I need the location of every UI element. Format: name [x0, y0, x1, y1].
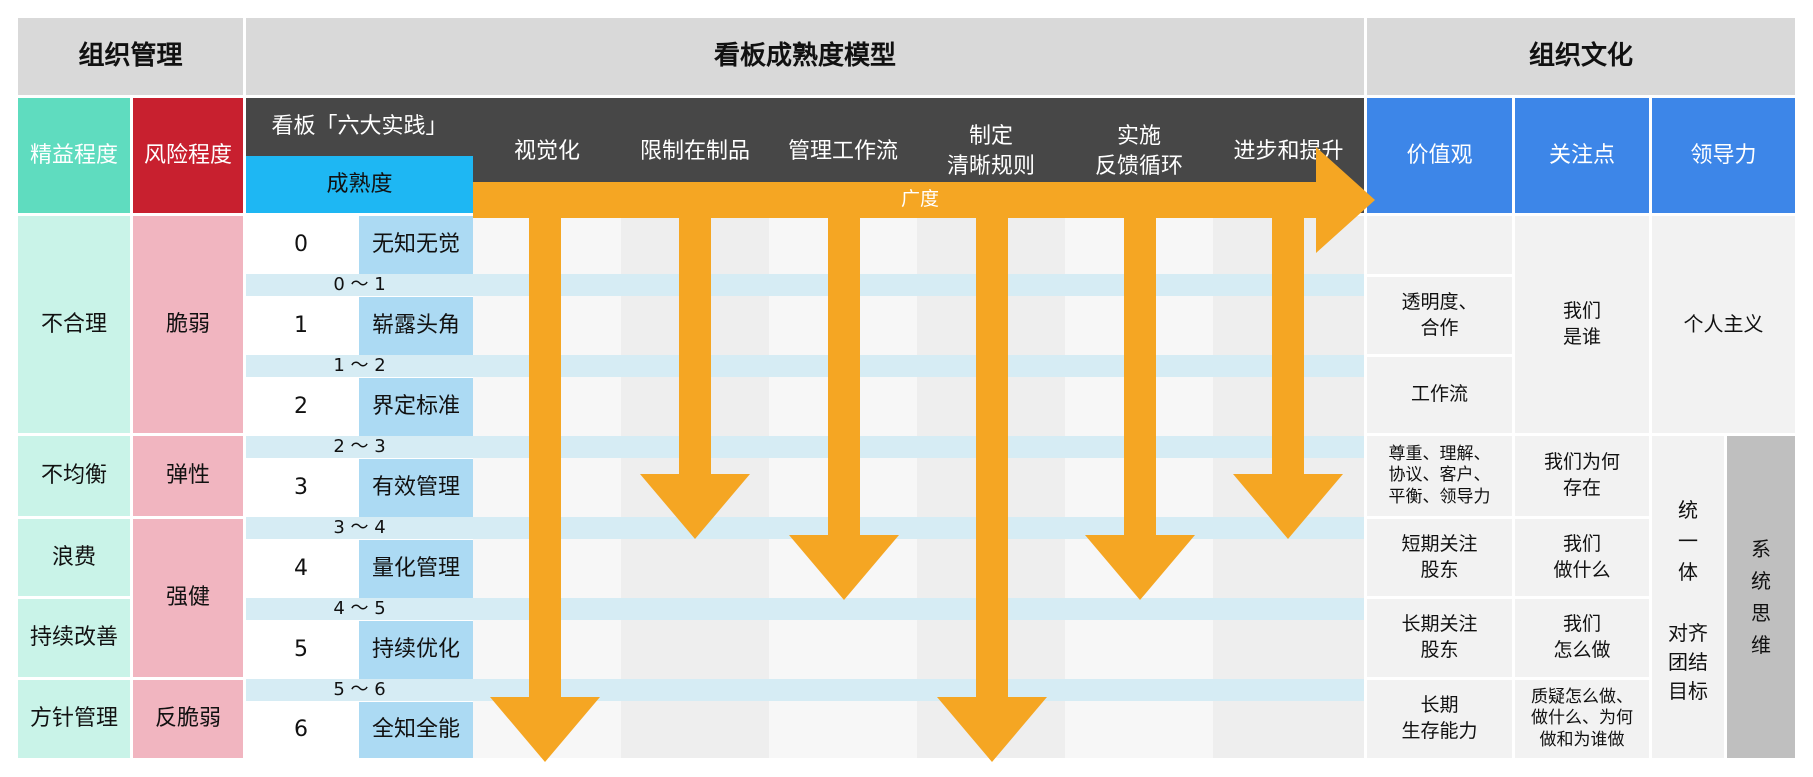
risk-level-fragile: 脆弱 [133, 216, 243, 433]
down-arrow-limit-wip [640, 200, 750, 539]
header-kanban-model: 看板成熟度模型 [246, 18, 1364, 95]
risk-level-robust: 强健 [133, 519, 243, 677]
practice-explicit-policies: 制定 清晰规则 [946, 124, 1035, 179]
header-maturity: 成熟度 [246, 156, 473, 213]
transition-label: 5 ～ 6 [333, 678, 386, 700]
transition-band [246, 517, 1364, 539]
values-empty-cell [1367, 216, 1512, 274]
practice-limit-wip: 限制在制品 [639, 139, 750, 165]
risk-level-antifragile: 反脆弱 [133, 680, 243, 758]
header-six-practices: 看板「六大实践」 [246, 98, 473, 156]
focus-cell: 我们 做什么 [1515, 519, 1649, 596]
down-arrow-explicit-policies [937, 200, 1047, 762]
breadth-arrow [473, 147, 1375, 253]
practice-visualize: 视觉化 [513, 139, 580, 165]
values-cell: 短期关注 股东 [1367, 519, 1512, 596]
header-leadership: 领导力 [1652, 98, 1795, 213]
lean-level-2: 不均衡 [18, 436, 130, 516]
maturity-name: 无知无觉 [359, 216, 473, 274]
header-values: 价值观 [1367, 98, 1512, 213]
practice-feedback-loops: 实施 反馈循环 [1094, 124, 1183, 179]
down-arrow-improve-evolve [1233, 200, 1343, 539]
maturity-name: 有效管理 [359, 459, 473, 517]
values-cell: 工作流 [1367, 357, 1512, 433]
header-lean-level: 精益程度 [18, 98, 130, 213]
transition-label: 3 ～ 4 [333, 516, 386, 538]
maturity-num: 5 [246, 621, 356, 679]
practice-manage-flow: 管理工作流 [787, 139, 898, 165]
maturity-name: 全知全能 [359, 702, 473, 758]
down-arrow-visualize [490, 200, 600, 762]
maturity-num: 0 [246, 216, 356, 274]
risk-level-resilient: 弹性 [133, 436, 243, 516]
maturity-num: 6 [246, 702, 356, 758]
maturity-num: 3 [246, 459, 356, 517]
maturity-name: 持续优化 [359, 621, 473, 679]
down-arrow-feedback-loops [1085, 200, 1195, 600]
maturity-name: 量化管理 [359, 540, 473, 598]
transition-band [246, 598, 1364, 620]
down-arrow-manage-flow [789, 200, 899, 600]
values-cell: 透明度、 合作 [1367, 277, 1512, 354]
values-cell: 尊重、理解、 协议、客户、 平衡、领导力 [1367, 436, 1512, 516]
maturity-num: 2 [246, 378, 356, 436]
focus-cell: 我们 是谁 [1515, 216, 1649, 433]
transition-label: 2 ～ 3 [333, 435, 386, 457]
leadership-unity: 统 一 体 [1678, 497, 1698, 584]
lean-level-1: 不合理 [18, 216, 130, 433]
lean-level-3: 浪费 [18, 519, 130, 596]
values-cell: 长期关注 股东 [1367, 599, 1512, 677]
lean-level-5: 方针管理 [18, 680, 130, 758]
maturity-name: 崭露头角 [359, 297, 473, 355]
transition-band [246, 355, 1364, 377]
header-risk-level: 风险程度 [133, 98, 243, 213]
transition-label: 0 ～ 1 [333, 273, 386, 295]
transition-band [246, 274, 1364, 296]
values-cell: 长期 生存能力 [1367, 680, 1512, 758]
breadth-label: 广度 [900, 188, 939, 211]
leadership-individualism: 个人主义 [1652, 216, 1795, 433]
maturity-num: 4 [246, 540, 356, 598]
lean-level-4: 持续改善 [18, 599, 130, 677]
leadership-alignment: 对齐 团结 目标 [1668, 620, 1708, 703]
transition-band [246, 436, 1364, 458]
leadership-systems-thinking: 系 统 思 维 [1727, 436, 1795, 758]
transition-band [246, 679, 1364, 701]
header-org-culture: 组织文化 [1367, 18, 1795, 95]
transition-label: 4 ～ 5 [333, 597, 386, 619]
header-focus: 关注点 [1515, 98, 1649, 213]
maturity-name: 界定标准 [359, 378, 473, 436]
focus-cell: 我们 怎么做 [1515, 599, 1649, 677]
transition-label: 1 ～ 2 [333, 354, 386, 376]
maturity-num: 1 [246, 297, 356, 355]
focus-cell: 质疑怎么做、 做什么、为何 做和为谁做 [1515, 680, 1649, 758]
leadership-unity-cell [1652, 436, 1724, 758]
focus-cell: 我们为何 存在 [1515, 436, 1649, 516]
header-org-management: 组织管理 [18, 18, 243, 95]
